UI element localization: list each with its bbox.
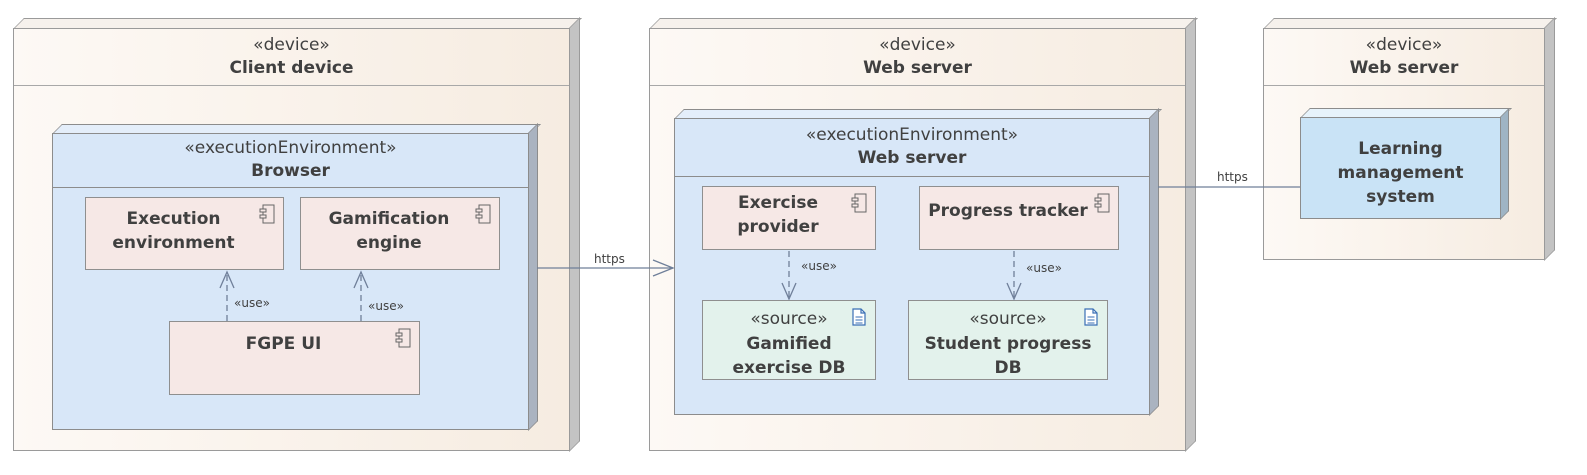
https-label-2: https [1217, 170, 1248, 184]
gamified-exercise-db-label-line2: exercise DB [732, 358, 846, 378]
web-env-header: «executionEnvironment» Web server [675, 119, 1149, 177]
document-icon [852, 308, 866, 326]
exercise-provider-label-line2: provider [737, 217, 819, 237]
client-device-stereotype: «device» [253, 35, 330, 55]
component-icon [1094, 193, 1110, 213]
student-progress-db-label-line1: Student progress [924, 334, 1092, 354]
lms-host-side-face [1544, 17, 1555, 261]
execution-environment-label: Execution environment [92, 198, 255, 269]
gamified-exercise-db-label-line1: Gamified [746, 334, 832, 354]
gamified-exercise-db-source[interactable]: «source» Gamified exercise DB [702, 300, 876, 380]
web-server-side-face [1185, 17, 1196, 452]
component-icon [851, 193, 867, 213]
client-device-title: Client device [229, 58, 354, 78]
use-label-4: «use» [1026, 261, 1062, 275]
student-progress-db-stereotype: «source» [969, 309, 1047, 329]
lms-label-line1: Learning [1358, 139, 1443, 159]
fgpe-ui-label: FGPE UI [245, 334, 322, 354]
student-progress-db-label-line2: DB [994, 358, 1022, 378]
gamification-engine-label-line2: engine [356, 232, 422, 253]
component-icon [395, 328, 411, 348]
web-server-title: Web server [863, 58, 972, 78]
web-env-stereotype: «executionEnvironment» [805, 125, 1019, 145]
use-label-1: «use» [234, 296, 270, 310]
fgpe-ui-component[interactable]: FGPE UI [169, 321, 420, 395]
browser-title: Browser [251, 161, 330, 181]
gamification-engine-label-line1: Gamification [328, 208, 450, 229]
component-icon [475, 204, 491, 224]
client-device-header: «device» Client device [14, 29, 569, 86]
https-label-1: https [594, 252, 625, 266]
execution-environment-component[interactable]: Execution environment [85, 197, 284, 270]
browser-header: «executionEnvironment» Browser [53, 134, 528, 188]
browser-side-face [528, 123, 538, 431]
progress-tracker-component[interactable]: Progress tracker [919, 186, 1119, 250]
use-label-3: «use» [801, 259, 837, 273]
document-icon [1084, 308, 1098, 326]
web-server-stereotype: «device» [879, 35, 956, 55]
client-device-side-face [569, 17, 580, 452]
lms-host-title: Web server [1349, 58, 1459, 78]
use-label-2: «use» [368, 299, 404, 313]
lms-body: Learning management system [1300, 117, 1501, 219]
gamification-engine-component[interactable]: Gamification engine [300, 197, 500, 270]
web-env-side-face [1149, 108, 1159, 416]
lms-label-line2: management system [1337, 163, 1464, 207]
execution-environment-label-line2: environment [112, 232, 235, 253]
lms-label: Learning management system [1305, 137, 1496, 209]
gamified-exercise-db-stereotype: «source» [750, 309, 828, 329]
exercise-provider-component[interactable]: Exercise provider [702, 186, 876, 250]
web-server-header: «device» Web server [650, 29, 1185, 86]
exercise-provider-label-line1: Exercise [737, 193, 819, 213]
lms-side-face [1500, 108, 1509, 220]
web-env-title: Web server [857, 148, 967, 168]
lms-host-header: «device» Web server [1264, 29, 1544, 86]
gamification-engine-label: Gamification engine [307, 198, 471, 269]
progress-tracker-label: Progress tracker [928, 201, 1088, 221]
component-icon [259, 204, 275, 224]
browser-stereotype: «executionEnvironment» [184, 138, 397, 158]
lms-host-stereotype: «device» [1365, 35, 1443, 55]
execution-environment-label-line1: Execution [126, 208, 221, 229]
exercise-provider-label: Exercise provider [709, 187, 847, 249]
gamified-exercise-db-label: Gamified exercise DB [707, 332, 871, 380]
